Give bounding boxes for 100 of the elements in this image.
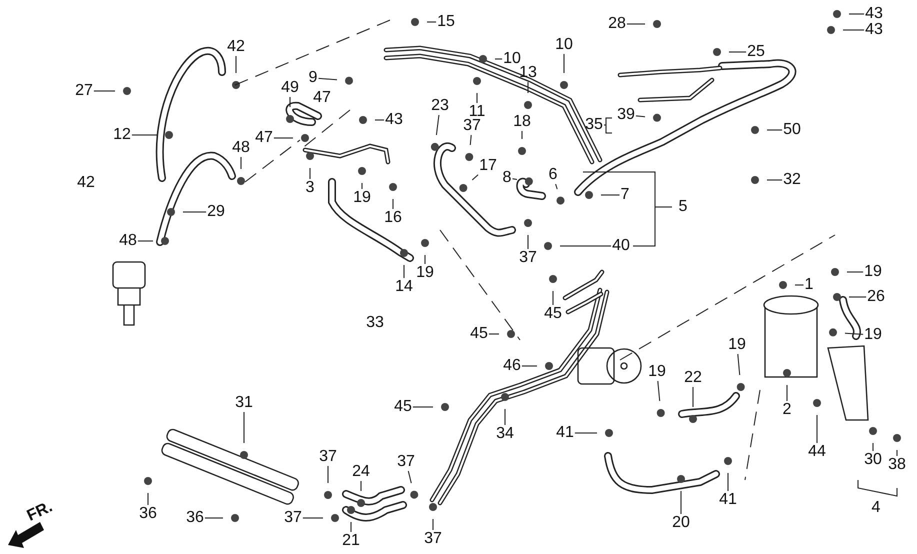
- leader-line: [635, 115, 646, 118]
- callout-number: 37: [519, 250, 537, 266]
- callout-number: 22: [684, 370, 702, 386]
- callout-number: 44: [808, 444, 826, 460]
- callout-number: 19: [353, 190, 371, 206]
- leader-line: [794, 284, 804, 286]
- callout-number: 43: [865, 22, 883, 38]
- callout-number: 17: [479, 158, 497, 174]
- callout-number: 27: [75, 83, 93, 99]
- callout-number: 16: [384, 210, 402, 226]
- callout-number: 7: [620, 187, 630, 203]
- leader-line: [816, 414, 818, 444]
- callout-number: 36: [139, 506, 157, 522]
- leader-line: [737, 354, 740, 376]
- callout-number: 18: [513, 114, 531, 130]
- callout-number: 24: [352, 464, 370, 480]
- callout-number: 19: [416, 265, 434, 281]
- callout-number: 37: [424, 531, 442, 547]
- callout-number: 48: [119, 233, 137, 249]
- callout-number: 37: [397, 454, 415, 470]
- callout-number: 47: [255, 130, 273, 146]
- callout-number: 23: [431, 98, 449, 114]
- callout-number: 25: [747, 44, 765, 60]
- leader-line: [360, 480, 362, 492]
- callout-number: 31: [235, 395, 253, 411]
- callout-number: 8: [502, 170, 512, 186]
- leader-line: [424, 254, 426, 264]
- leader-line: [600, 194, 620, 196]
- callout-number: 33: [366, 315, 384, 331]
- callout-number: 50: [783, 122, 801, 138]
- callout-number: 19: [648, 364, 666, 380]
- leader-line: [476, 92, 478, 104]
- callout-number: 47: [313, 90, 331, 106]
- callout-number: 13: [519, 65, 537, 81]
- direction-label: FR.: [24, 499, 56, 525]
- callout-number: 2: [782, 402, 792, 418]
- callout-number: 40: [612, 238, 630, 254]
- leader-line: [494, 58, 503, 60]
- leader-line: [392, 198, 394, 210]
- callout-number: 19: [864, 327, 882, 343]
- callout-number: 41: [556, 425, 574, 441]
- callout-number: 42: [227, 39, 245, 55]
- leader-line: [240, 156, 242, 170]
- leader-line: [472, 174, 479, 180]
- leader-line: [555, 184, 558, 190]
- leader-line: [436, 114, 440, 136]
- callout-number: 45: [544, 306, 562, 322]
- callout-number: 28: [608, 16, 626, 32]
- leader-line: [872, 442, 874, 452]
- callout-number: 26: [867, 289, 885, 305]
- callout-number: 11: [468, 104, 486, 120]
- callout-number: 5: [678, 199, 688, 215]
- callout-number: 14: [395, 279, 413, 295]
- leader-line: [896, 450, 898, 456]
- callout-number: 10: [503, 51, 521, 67]
- callout-number: 12: [113, 127, 131, 143]
- callout-number: 19: [728, 337, 746, 353]
- callout-number: 46: [503, 358, 521, 374]
- callout-number: 9: [308, 70, 318, 86]
- callout-number: 41: [719, 492, 737, 508]
- leader-line: [844, 332, 864, 335]
- callout-number: 48: [232, 140, 250, 156]
- leader-line: [552, 290, 554, 306]
- callout-number: 29: [207, 204, 225, 220]
- callout-number: 6: [548, 167, 558, 183]
- callout-number: 4: [872, 500, 880, 516]
- callout-number: 32: [783, 172, 801, 188]
- leader-line: [131, 134, 158, 136]
- callout-number: 39: [617, 107, 635, 123]
- callout-number: 42: [77, 175, 95, 191]
- callout-number: 38: [888, 457, 906, 473]
- callout-number: 37: [319, 449, 337, 465]
- callout-number: 36: [186, 510, 204, 526]
- leader-line: [350, 522, 352, 532]
- leader-line: [786, 384, 788, 402]
- callout-number: 37: [463, 118, 481, 134]
- leader-line: [657, 380, 660, 402]
- callout-number: 10: [555, 37, 573, 53]
- leader-line: [470, 134, 472, 146]
- callout-number: 43: [385, 112, 403, 128]
- callout-number: 1: [804, 277, 814, 293]
- leader-line: [504, 408, 506, 426]
- callout-number: 45: [470, 326, 488, 342]
- callout-number: 19: [864, 264, 882, 280]
- callout-number: 34: [496, 426, 514, 442]
- leader-line: [574, 432, 598, 434]
- leader-line: [412, 406, 434, 408]
- callout-number: 21: [342, 533, 360, 549]
- leader-line: [512, 178, 518, 180]
- leader-line: [137, 240, 154, 242]
- leader-line: [692, 386, 694, 408]
- leader-line: [848, 296, 867, 298]
- callout-number: 45: [394, 399, 412, 415]
- callout-number: 43: [865, 6, 883, 22]
- callout-number: 30: [864, 452, 882, 468]
- leader-line: [432, 518, 434, 530]
- leader-line: [408, 470, 412, 484]
- callout-number: 15: [437, 14, 455, 30]
- leader-line: [318, 78, 338, 80]
- callout-number: 3: [306, 180, 314, 196]
